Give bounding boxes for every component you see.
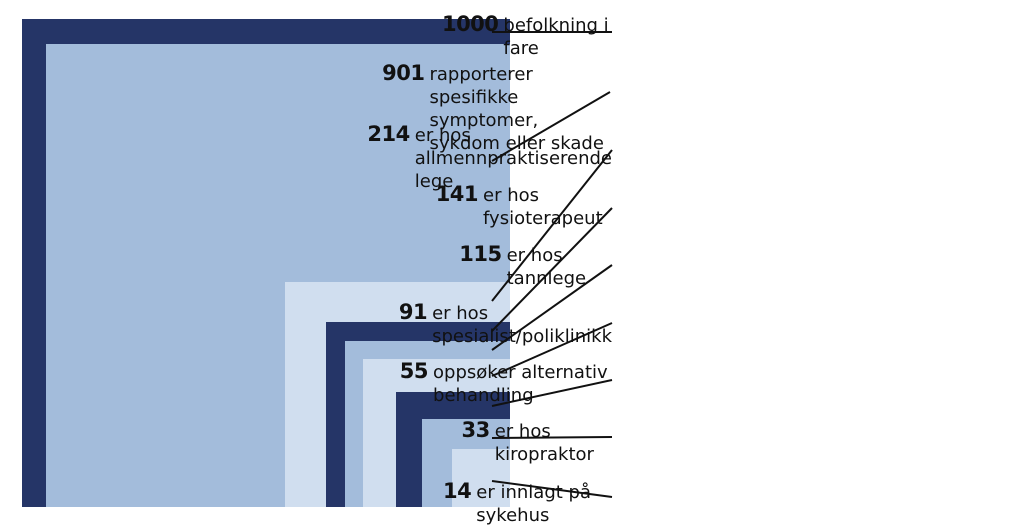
label-value: 214 bbox=[367, 122, 410, 146]
label-value: 91 bbox=[398, 300, 428, 324]
leader-line-33 bbox=[491, 436, 613, 439]
label-value: 115 bbox=[459, 242, 502, 266]
square-14 bbox=[452, 449, 510, 507]
leader-line-115 bbox=[491, 264, 613, 351]
label-text: befolkning i fare bbox=[503, 15, 609, 59]
label-text: er innlagt på sykehus bbox=[476, 482, 591, 526]
label-text: rapporterer spesifikke symptomer, sykdom… bbox=[429, 64, 604, 154]
leader-line-141 bbox=[491, 207, 613, 332]
leader-line-55 bbox=[491, 379, 613, 407]
label-value: 901 bbox=[382, 61, 425, 85]
label-value: 33 bbox=[461, 418, 491, 442]
label-value: 55 bbox=[399, 359, 429, 383]
label-value: 1000 bbox=[441, 12, 499, 36]
leader-line-91 bbox=[491, 322, 613, 377]
label-text: er hos fysioterapeut bbox=[483, 185, 603, 229]
leader-line-214 bbox=[491, 149, 613, 302]
label-text: er hos allmennpraktiserende lege bbox=[414, 125, 613, 192]
leader-line-14 bbox=[491, 480, 613, 498]
label-value: 141 bbox=[435, 182, 479, 206]
label-text: er hos tannlege bbox=[506, 245, 587, 289]
label-text: er hos kiropraktor bbox=[494, 421, 594, 465]
label-text: oppsøker alternativ behandling bbox=[433, 362, 608, 406]
label-text: er hos spesialist/poliklinikk bbox=[432, 303, 612, 347]
label-value: 14 bbox=[443, 479, 472, 503]
leader-line-901 bbox=[491, 91, 611, 162]
